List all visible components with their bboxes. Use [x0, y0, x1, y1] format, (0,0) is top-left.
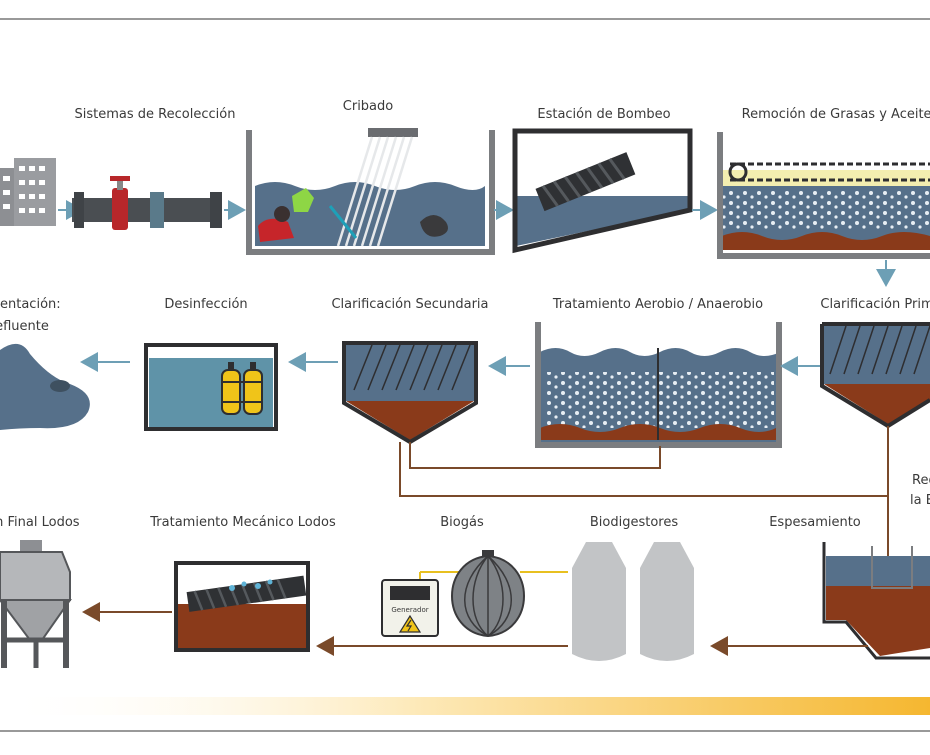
aerobic-anaerobic-tank [535, 322, 782, 448]
label-return-2: la E [910, 493, 930, 508]
receiving-water-body [0, 343, 90, 430]
sludge-return-lines [399, 426, 889, 560]
sludge-silo [0, 540, 72, 668]
thickening-tank [822, 542, 930, 660]
electric-hazard-icon [398, 614, 422, 633]
oxygen-tanks-icon [221, 362, 263, 415]
grease-removal-tank [717, 132, 930, 259]
label-grease: Remoción de Grasas y Aceites [742, 107, 930, 122]
valve-icon [110, 176, 130, 230]
label-disinfection: Desinfección [164, 297, 247, 312]
label-primary: Clarificación Prim [820, 297, 930, 312]
screening-tank [246, 128, 495, 255]
label-discharge-1: amentación: [0, 297, 61, 312]
pumping-station [512, 128, 693, 254]
label-collection: Sistemas de Recolección [75, 107, 236, 122]
mechanical-treatment-tank [174, 561, 310, 652]
label-final-sludge: ción Final Lodos [0, 515, 80, 530]
label-biogas: Biogás [440, 515, 484, 530]
label-mechanical: Tratamiento Mecánico Lodos [149, 515, 336, 530]
biodigesters [572, 542, 694, 661]
footer-gradient-band [0, 697, 930, 715]
label-return-1: Reg [912, 473, 930, 488]
secondary-clarifier [342, 341, 478, 445]
label-digesters: Biodigestores [590, 515, 678, 530]
generator-icon: Generador [381, 579, 439, 637]
generator-label: Generador [391, 606, 428, 614]
label-thickening: Espesamiento [769, 515, 861, 530]
biogas-balloon [451, 550, 525, 638]
label-aerobic: Tratamiento Aerobio / Anaerobio [552, 297, 763, 312]
label-secondary: Clarificación Secundaria [331, 297, 488, 312]
label-screening: Cribado [343, 99, 394, 114]
label-discharge-2: efluente [0, 319, 49, 334]
buildings-icon [0, 158, 56, 226]
primary-clarifier [820, 322, 930, 429]
collection-pipe [72, 192, 222, 228]
label-pumping: Estación de Bombeo [537, 107, 670, 122]
